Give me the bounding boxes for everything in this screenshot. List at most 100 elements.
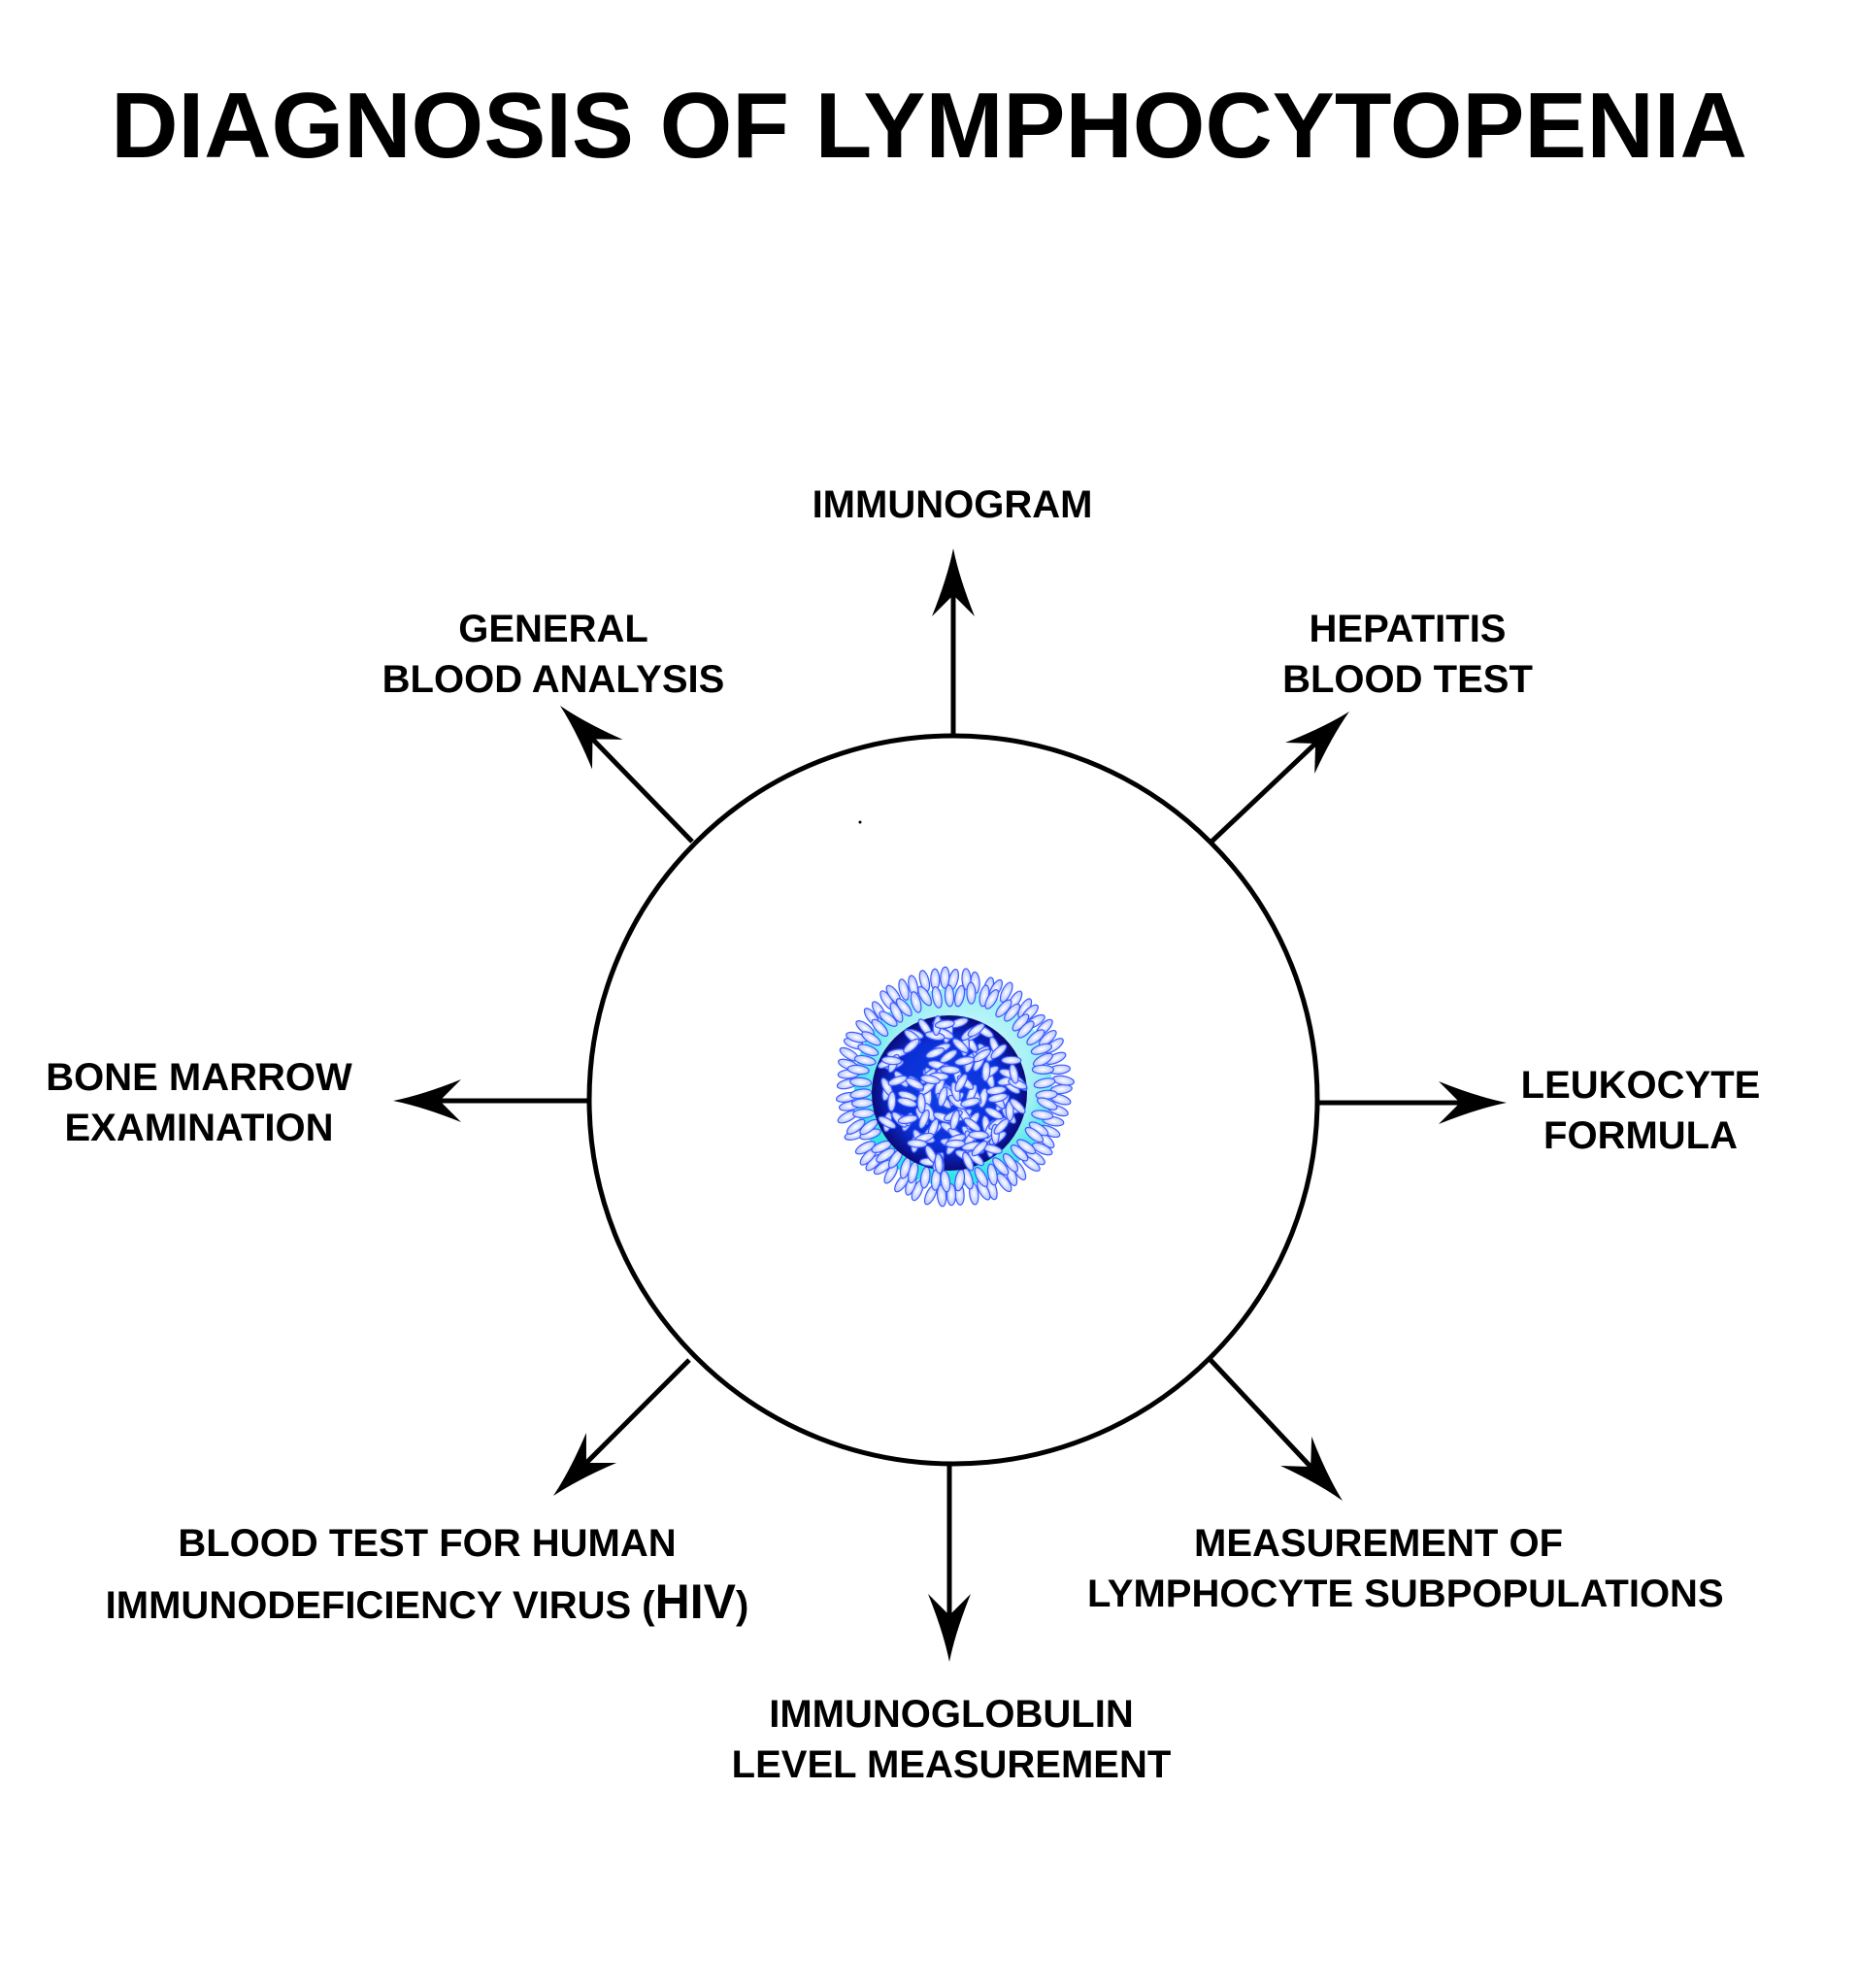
granule bbox=[1005, 1101, 1014, 1122]
granule bbox=[1024, 1126, 1045, 1143]
label-text: ) bbox=[736, 1584, 749, 1627]
granule bbox=[984, 989, 1000, 1010]
granule bbox=[1010, 1144, 1029, 1162]
arrow-line-hepatitis bbox=[1209, 742, 1317, 845]
granule bbox=[876, 1147, 896, 1163]
granule bbox=[931, 985, 943, 1009]
granule bbox=[934, 1019, 955, 1029]
granule bbox=[937, 1086, 948, 1108]
granule bbox=[992, 1157, 1010, 1176]
granule bbox=[945, 1139, 966, 1149]
diagram-title: DIAGNOSIS OF LYMPHOCYTOPENIA bbox=[111, 74, 1747, 178]
stray-dot bbox=[858, 820, 862, 824]
label-hiv-emphasis: HIV bbox=[654, 1574, 736, 1629]
granule bbox=[871, 1018, 889, 1037]
arrows bbox=[393, 548, 1507, 1662]
granule bbox=[895, 998, 912, 1017]
label-line: FORMULA bbox=[1543, 1114, 1738, 1157]
granule bbox=[954, 1169, 966, 1192]
label-line: LEUKOCYTE bbox=[1520, 1064, 1761, 1107]
granule bbox=[1001, 1055, 1022, 1065]
arrowhead-icon bbox=[932, 548, 975, 616]
granule bbox=[917, 985, 933, 1007]
inner-granules bbox=[878, 1015, 1028, 1175]
granule bbox=[963, 1117, 981, 1133]
granule bbox=[974, 1167, 989, 1187]
arrow-line-hiv bbox=[584, 1358, 691, 1465]
granule bbox=[916, 1092, 926, 1113]
granule bbox=[954, 1056, 976, 1066]
label-line: MEASUREMENT OF bbox=[1194, 1522, 1563, 1565]
granule bbox=[853, 1054, 877, 1066]
granule bbox=[1009, 1063, 1019, 1084]
granule bbox=[990, 1044, 1008, 1060]
granule bbox=[857, 1044, 879, 1057]
granule bbox=[944, 984, 955, 1008]
granule bbox=[999, 981, 1013, 1003]
arrowhead-icon bbox=[553, 1432, 617, 1496]
granule bbox=[1032, 1052, 1053, 1068]
label-line: IMMUNOGLOBULIN bbox=[769, 1693, 1134, 1736]
granule bbox=[854, 1141, 876, 1155]
arrow-line-subpopulations bbox=[1209, 1358, 1312, 1469]
outer-granules bbox=[835, 966, 1075, 1208]
granule bbox=[1016, 1139, 1037, 1155]
granule bbox=[849, 1077, 873, 1088]
granule bbox=[846, 1064, 870, 1076]
granule bbox=[1030, 1043, 1053, 1055]
granule bbox=[971, 1140, 988, 1157]
label-line: BLOOD TEST FOR HUMAN bbox=[178, 1522, 677, 1565]
label-line: BONE MARROW bbox=[46, 1056, 352, 1099]
granule bbox=[951, 1038, 969, 1054]
label-line: BLOOD ANALYSIS bbox=[382, 658, 725, 701]
granule bbox=[940, 1049, 958, 1064]
granule bbox=[934, 1153, 944, 1175]
granule bbox=[887, 1091, 897, 1112]
granule bbox=[1031, 1110, 1054, 1120]
granule bbox=[861, 1031, 881, 1046]
granule bbox=[993, 1118, 1010, 1135]
granule bbox=[940, 1065, 961, 1075]
label-line: EXAMINATION bbox=[64, 1107, 334, 1149]
granule bbox=[1031, 1064, 1054, 1075]
granule bbox=[960, 1097, 980, 1108]
granule bbox=[954, 984, 966, 1008]
granule bbox=[897, 1097, 917, 1108]
granule bbox=[879, 1011, 898, 1027]
granule bbox=[1026, 1029, 1045, 1045]
label-line: GENERAL bbox=[458, 608, 648, 650]
granule bbox=[846, 1118, 866, 1135]
arrowhead-icon bbox=[560, 706, 623, 770]
label-lymphocyte-subpopulations: MEASUREMENT OF LYMPHOCYTE SUBPOPULATIONS bbox=[1087, 1518, 1724, 1619]
label-hepatitis-blood-test: HEPATITIS BLOOD TEST bbox=[1252, 604, 1563, 705]
granule bbox=[1031, 1142, 1053, 1156]
arrowhead-icon bbox=[1284, 712, 1349, 775]
arrowhead-icon bbox=[1280, 1436, 1343, 1501]
arrowhead-icon bbox=[928, 1594, 971, 1662]
label-bone-marrow-examination: BONE MARROW EXAMINATION bbox=[29, 1052, 369, 1153]
granule bbox=[986, 1163, 998, 1186]
granule bbox=[1010, 1098, 1026, 1114]
label-line: HEPATITIS bbox=[1309, 608, 1507, 650]
granule bbox=[962, 1151, 975, 1172]
granule bbox=[1036, 1097, 1058, 1110]
label-immunoglobulin-level: IMMUNOGLOBULIN LEVEL MEASUREMENT bbox=[680, 1689, 1223, 1790]
arrowhead-icon bbox=[1439, 1081, 1507, 1124]
label-line: IMMUNOGRAM bbox=[812, 483, 1093, 526]
granule bbox=[880, 1055, 903, 1066]
granule bbox=[919, 1075, 941, 1085]
granule bbox=[849, 1088, 873, 1100]
granule bbox=[878, 1115, 897, 1130]
lymphocyte-cell-icon bbox=[835, 966, 1075, 1208]
granule bbox=[1033, 1077, 1056, 1089]
label-hiv-blood-test: BLOOD TEST FOR HUMAN IMMUNODEFICIENCY VI… bbox=[58, 1514, 796, 1635]
granule bbox=[925, 1046, 946, 1059]
granule bbox=[918, 1109, 930, 1130]
granule bbox=[1016, 1020, 1035, 1039]
label-immunogram: IMMUNOGRAM bbox=[802, 480, 1103, 530]
granule bbox=[981, 1061, 991, 1082]
label-leukocyte-formula: LEUKOCYTE FORMULA bbox=[1500, 1060, 1781, 1161]
granule bbox=[903, 1038, 920, 1054]
label-line: LEVEL MEASUREMENT bbox=[731, 1743, 1172, 1786]
label-line-2: IMMUNODEFICIENCY VIRUS (HIV) bbox=[58, 1573, 796, 1635]
